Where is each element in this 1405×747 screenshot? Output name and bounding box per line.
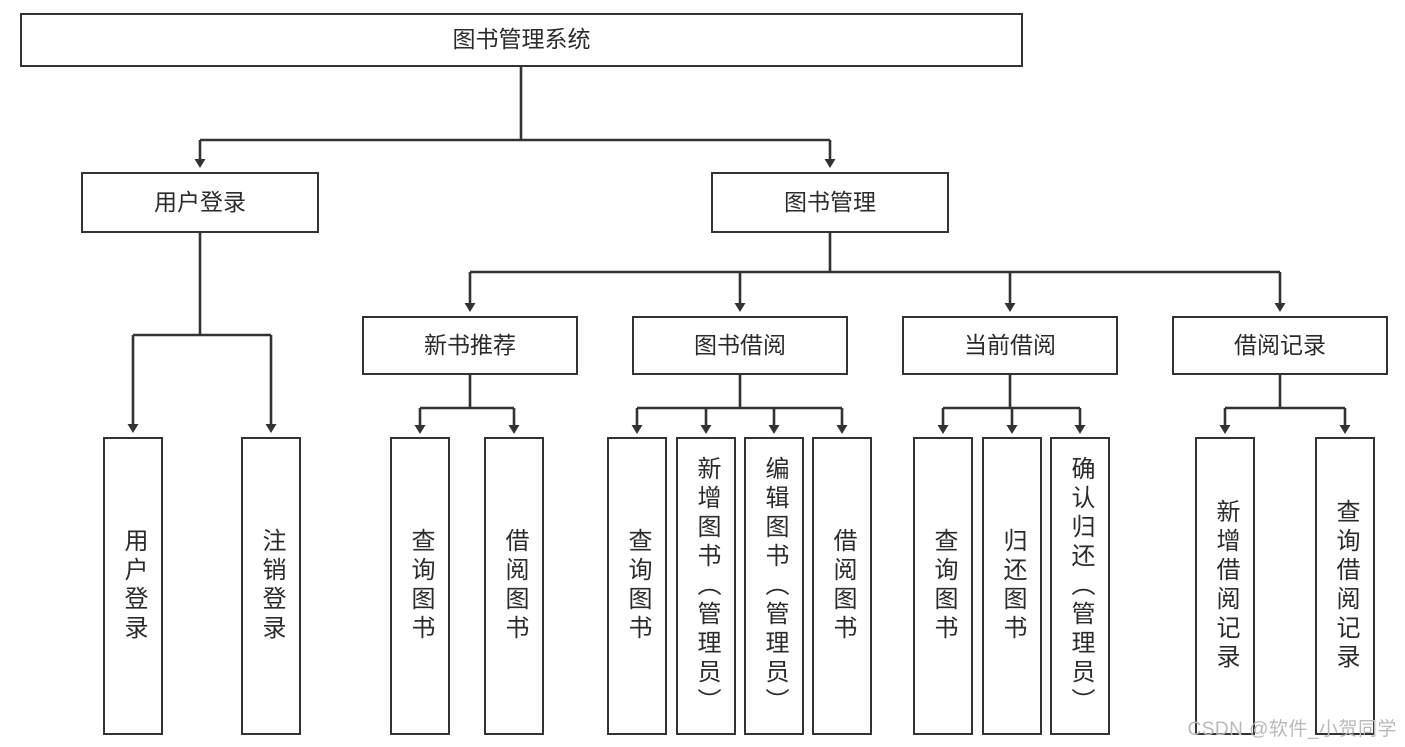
node-leaf-logout-label: 注销登录 (258, 528, 285, 644)
node-borrow-record[interactable]: 借阅记录 (1172, 316, 1388, 375)
node-leaf-query-record-label: 查询借阅记录 (1332, 499, 1359, 673)
node-leaf-add-record[interactable]: 新增借阅记录 (1195, 437, 1255, 735)
node-root[interactable]: 图书管理系统 (20, 13, 1023, 67)
node-book-borrow[interactable]: 图书借阅 (632, 316, 848, 375)
node-leaf-query-book-3-label: 查询图书 (930, 528, 957, 644)
node-leaf-edit-book-label: 编辑图书（管理员） (761, 455, 788, 717)
node-current-borrow[interactable]: 当前借阅 (902, 316, 1118, 375)
node-leaf-query-book-1-label: 查询图书 (407, 528, 434, 644)
node-leaf-query-book-1[interactable]: 查询图书 (390, 437, 450, 735)
node-leaf-borrow-book-1-label: 借阅图书 (501, 528, 528, 644)
node-leaf-query-record[interactable]: 查询借阅记录 (1315, 437, 1375, 735)
node-leaf-borrow-book-2-label: 借阅图书 (829, 528, 856, 644)
watermark: CSDN @软件_小贺同学 (1187, 719, 1397, 740)
node-new-book-recommend-label: 新书推荐 (424, 331, 516, 358)
node-leaf-borrow-book-2[interactable]: 借阅图书 (812, 437, 872, 735)
node-root-label: 图书管理系统 (452, 26, 591, 53)
node-new-book-recommend[interactable]: 新书推荐 (362, 316, 578, 375)
node-leaf-return-book-label: 归还图书 (999, 528, 1026, 644)
node-leaf-return-book[interactable]: 归还图书 (982, 437, 1042, 735)
node-book-manage[interactable]: 图书管理 (711, 172, 949, 233)
node-borrow-record-label: 借阅记录 (1234, 331, 1326, 358)
node-leaf-add-book[interactable]: 新增图书（管理员） (676, 437, 736, 735)
node-leaf-logout[interactable]: 注销登录 (241, 437, 301, 735)
node-leaf-confirm-return[interactable]: 确认归还（管理员） (1050, 437, 1110, 735)
node-user-login[interactable]: 用户登录 (81, 172, 319, 233)
node-book-manage-label: 图书管理 (784, 188, 876, 215)
node-leaf-add-book-label: 新增图书（管理员） (693, 455, 720, 717)
node-user-login-label: 用户登录 (154, 188, 246, 215)
node-leaf-add-record-label: 新增借阅记录 (1212, 499, 1239, 673)
node-book-borrow-label: 图书借阅 (694, 331, 786, 358)
node-leaf-confirm-return-label: 确认归还（管理员） (1067, 455, 1094, 717)
node-leaf-query-book-2-label: 查询图书 (624, 528, 651, 644)
node-leaf-query-book-3[interactable]: 查询图书 (913, 437, 973, 735)
node-leaf-user-login[interactable]: 用户登录 (103, 437, 163, 735)
node-leaf-borrow-book-1[interactable]: 借阅图书 (484, 437, 544, 735)
node-current-borrow-label: 当前借阅 (964, 331, 1056, 358)
node-leaf-user-login-label: 用户登录 (120, 528, 147, 644)
node-leaf-edit-book[interactable]: 编辑图书（管理员） (744, 437, 804, 735)
node-leaf-query-book-2[interactable]: 查询图书 (607, 437, 667, 735)
